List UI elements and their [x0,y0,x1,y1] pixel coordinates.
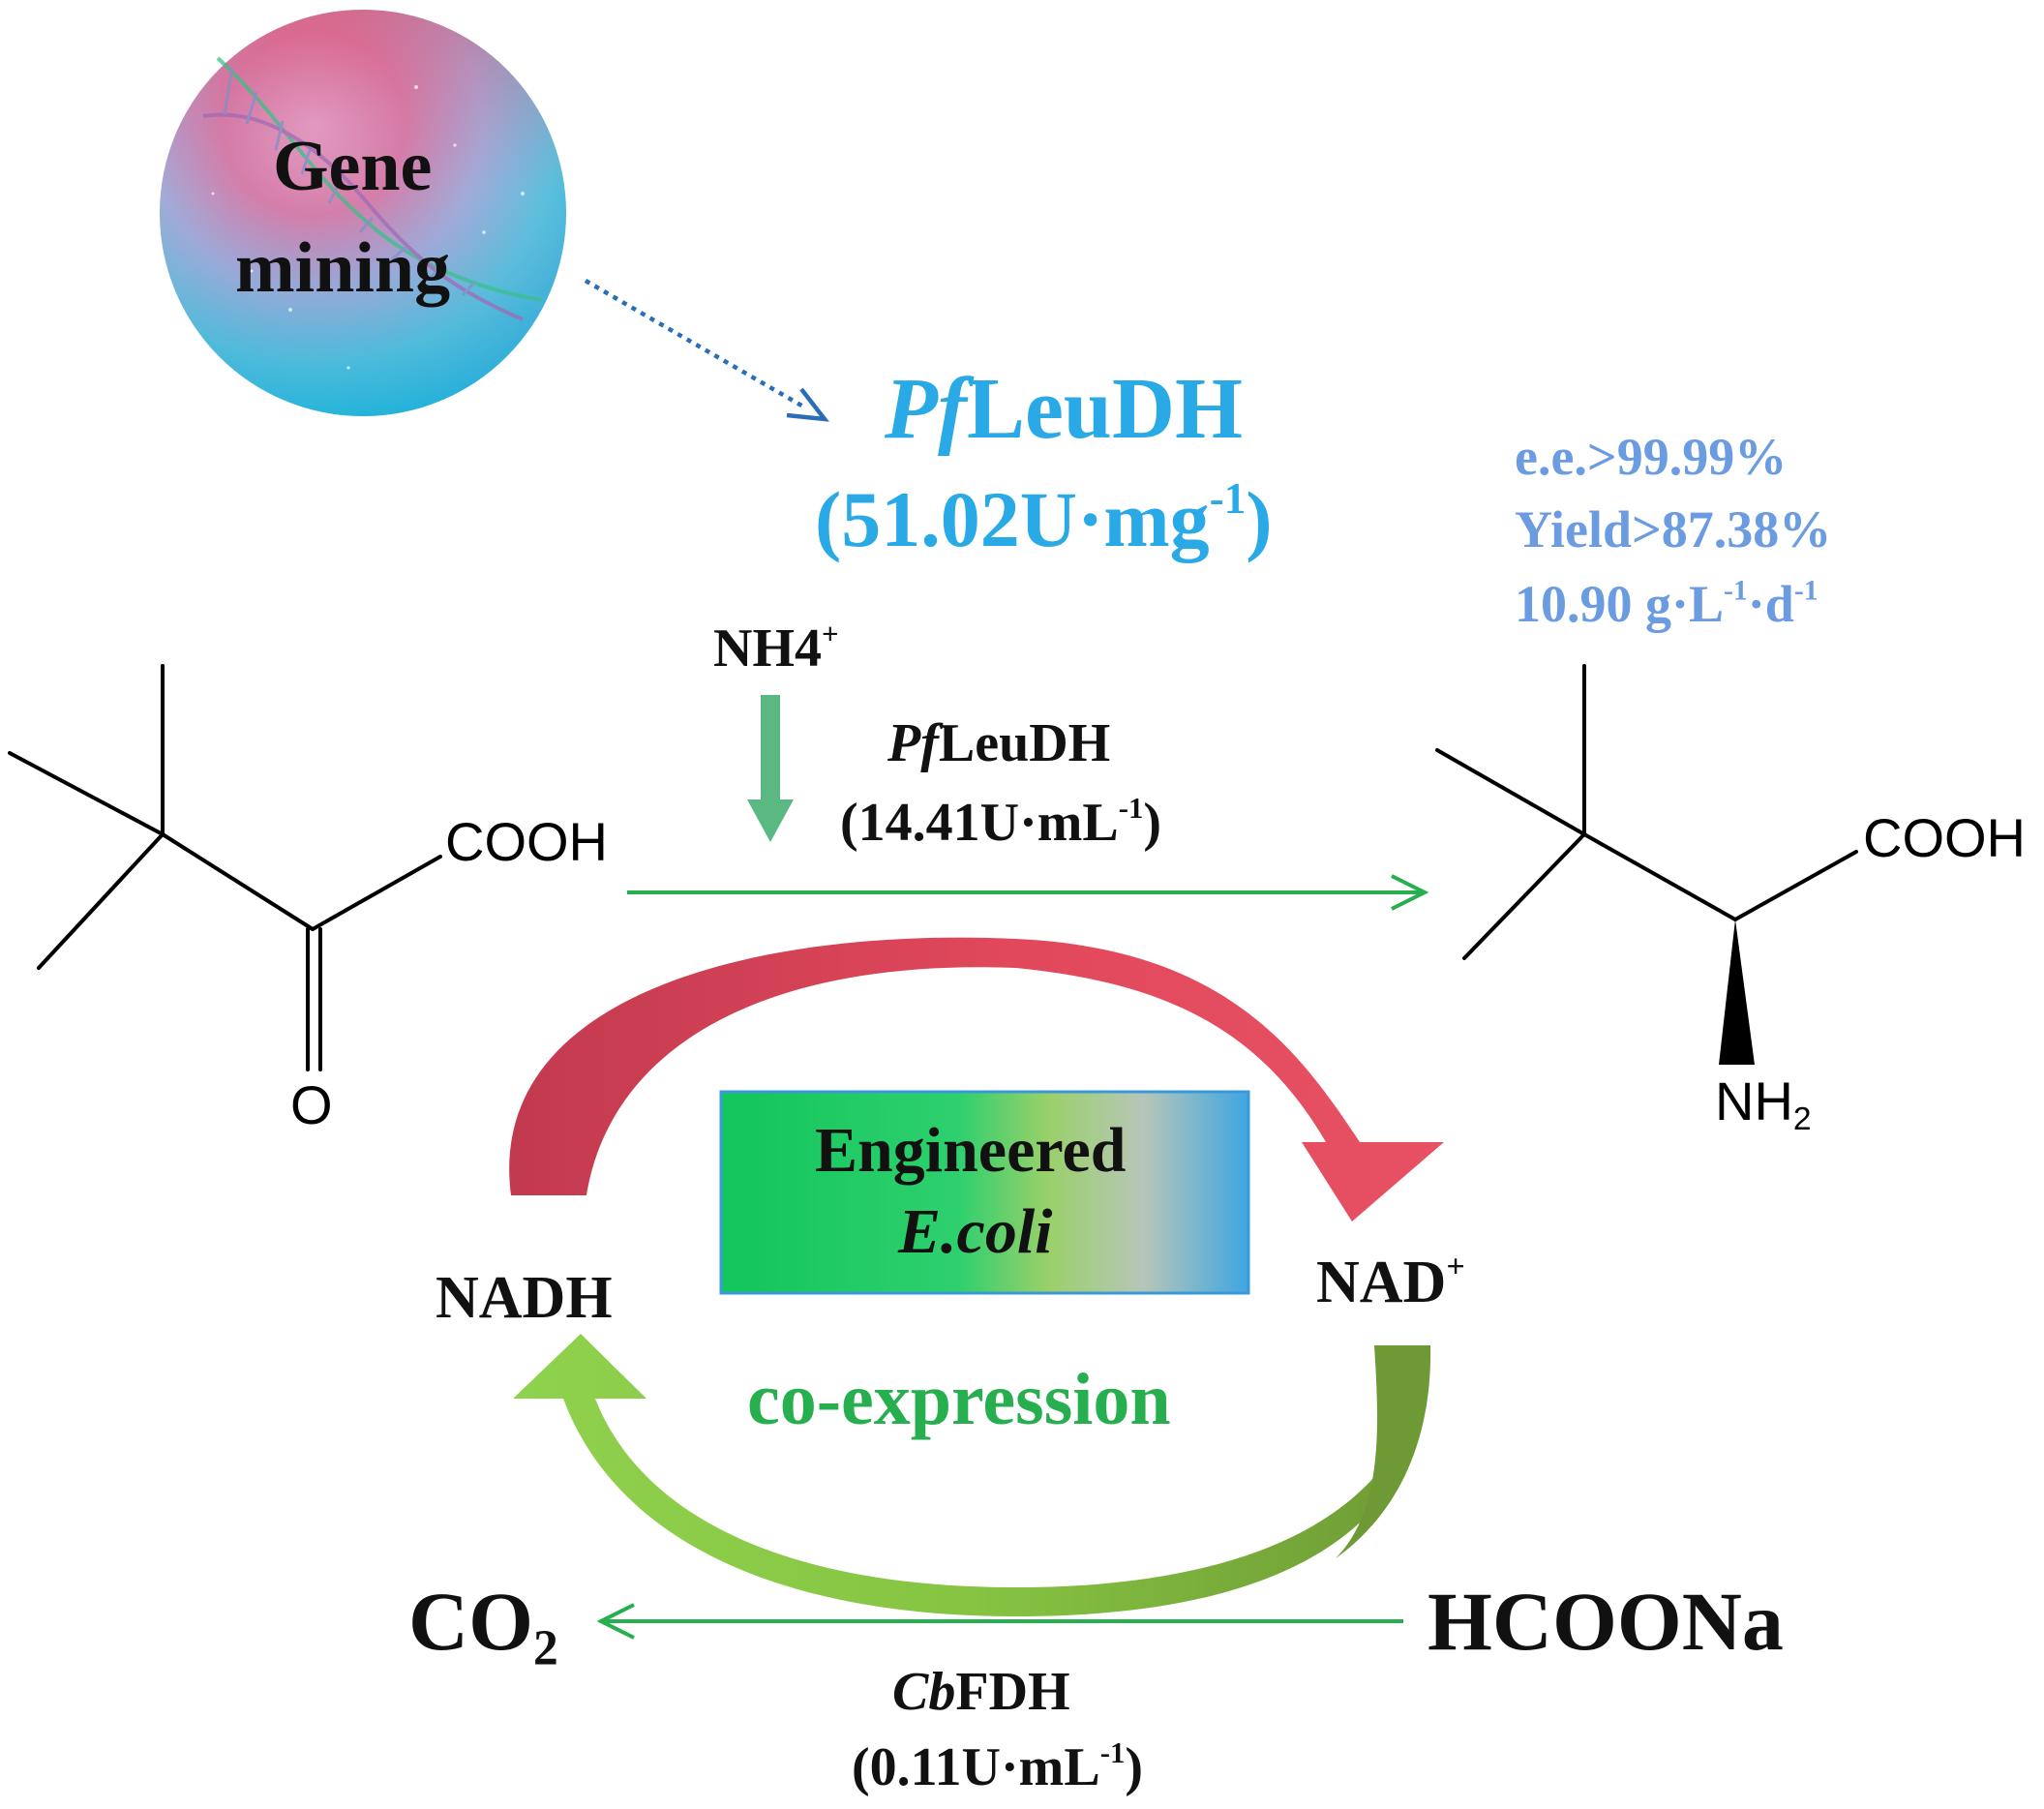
nad-charge: + [1446,1249,1465,1285]
productivity-exp-1: -1 [1724,575,1748,607]
enzyme-main-activity-value: (51.02U·mg [815,475,1210,563]
fdh-conc: (0.11U·mL-1) [852,1737,1143,1797]
nadh-label: NADH [436,1265,613,1331]
product-amine: NH2 [1715,1074,1812,1136]
co2-count: 2 [533,1620,558,1676]
coexpression-label: co-expression [747,1359,1171,1440]
productivity-value: 10.90 g·L-1·d-1 [1515,575,1819,633]
enzyme-main-name: LeuDH [966,361,1243,457]
product-amine-count: 2 [1792,1101,1812,1138]
product-cooh: COOH [1863,807,2026,868]
ammonium-label: NH4+ [713,617,839,678]
enzyme-reaction-conc: (14.41U·mL-1) [840,793,1162,853]
enzyme-reaction-conc-close: ) [1143,793,1162,853]
enzyme-reaction-name: LeuDH [938,713,1111,773]
fdh-name: FDH [955,1662,1070,1722]
wedge-bond [1719,920,1755,1065]
productivity-exp-2: -1 [1793,575,1819,607]
product-structure [1435,664,1858,960]
enzyme-main-activity-close: ) [1246,475,1273,563]
fdh-prefix: Cb [892,1662,956,1722]
ammonium-charge: + [822,617,839,650]
fdh-arrow [596,1603,1403,1640]
fdh-title: CbFDH [892,1665,1070,1719]
productivity-part-b: ·d [1747,575,1794,633]
nad-label: NAD+ [1316,1249,1465,1315]
enzyme-reaction-prefix: Pf [887,713,939,773]
enzyme-main-title: PfLeuDH [885,366,1243,453]
yield-value: Yield>87.38% [1515,500,1832,558]
ammonium-base: NH4 [713,618,822,678]
ee-value: e.e.>99.99% [1515,428,1788,486]
cell-box-line2: E.coli [898,1196,1053,1267]
dotted-arrow [584,279,829,422]
fdh-conc-close: ) [1125,1737,1143,1797]
productivity-part-a: 10.90 g·L [1515,575,1725,633]
substrate-oxygen: O [290,1074,333,1135]
green-cycle-arrow [513,1334,1431,1616]
enzyme-main-prefix: Pf [885,361,967,457]
gene-label: Gene [273,127,433,206]
ammonium-arrow [747,695,794,842]
fdh-conc-exp: -1 [1099,1735,1126,1769]
formate-label: HCOONa [1428,1575,1784,1668]
substrate-cooh: COOH [445,811,608,872]
fdh-conc-value: (0.11U·mL [852,1737,1100,1797]
co2-label: CO2 [408,1580,558,1673]
engineered-cell-box [719,1090,1250,1295]
substrate-structure [8,664,442,1071]
dna-helix-icon [202,56,543,321]
mining-label: mining [235,228,451,308]
nad-base: NAD [1316,1250,1447,1315]
reaction-arrow [627,874,1429,911]
cell-box-line1: Engineered [815,1115,1127,1186]
enzyme-main-activity-exp: -1 [1209,474,1247,524]
enzyme-reaction-conc-value: (14.41U·mL [840,793,1119,853]
enzyme-main-activity: (51.02U·mg-1) [815,477,1273,559]
red-cycle-arrow [509,937,1444,1221]
enzyme-reaction-title: PfLeuDH [887,716,1110,770]
enzyme-reaction-conc-exp: -1 [1118,791,1144,825]
co2-base: CO [408,1575,533,1668]
product-amine-base: NH [1715,1070,1793,1131]
